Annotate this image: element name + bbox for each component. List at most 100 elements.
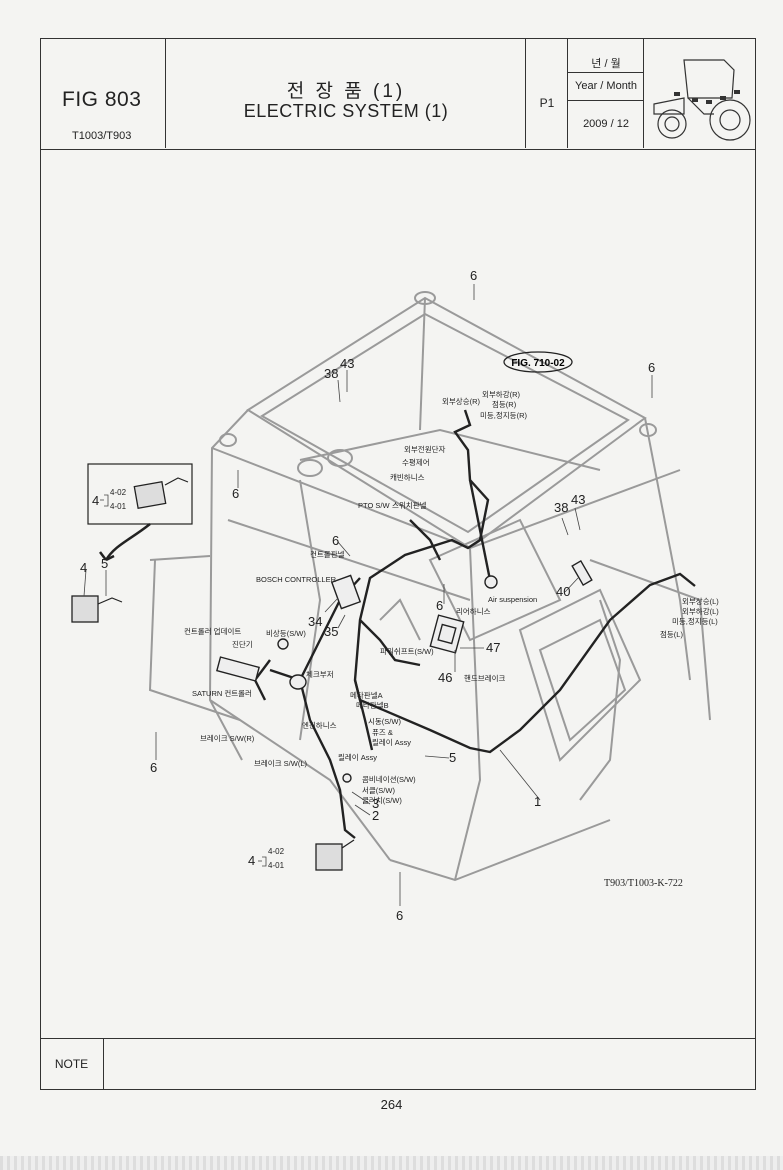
- label: 퓨즈 &: [372, 728, 393, 737]
- callout-6: 6: [648, 360, 655, 375]
- label: 외부상승(R): [442, 396, 481, 406]
- scan-artifact: [0, 1156, 783, 1170]
- callout-38: 38: [324, 366, 338, 381]
- label: 브레이크 S/W(L): [254, 758, 308, 768]
- components: [216, 560, 593, 783]
- label: 미등,정지등(R): [480, 410, 527, 420]
- tractor-icon: [653, 59, 751, 141]
- callout-40: 40: [556, 584, 570, 599]
- callout-6: 6: [396, 908, 403, 923]
- callout-3: 3: [372, 796, 379, 811]
- label: 메타판넬A: [350, 691, 383, 700]
- callout-46: 46: [438, 670, 452, 685]
- callout-5: 5: [449, 750, 456, 765]
- callout-4: 4: [92, 493, 99, 508]
- label: 클러치(S/W): [362, 796, 402, 805]
- cab-frame: [148, 291, 711, 882]
- note-row: NOTE: [40, 1038, 756, 1090]
- sub-callouts: 4-02 4-01 4-02 4-01: [110, 488, 285, 870]
- label: 점등(R): [492, 399, 517, 409]
- callout-47: 47: [486, 640, 500, 655]
- callout-6: 6: [436, 598, 443, 613]
- callout-5: 5: [101, 556, 108, 571]
- label: 점등(L): [660, 629, 683, 639]
- label: 미등,정지등(L): [672, 616, 718, 626]
- label: 컨트롤판넬: [310, 549, 345, 559]
- callout-6: 6: [332, 533, 339, 548]
- label: Air suspension: [488, 595, 537, 604]
- callout-6: 6: [470, 268, 477, 283]
- label: 서클(S/W): [362, 786, 395, 795]
- callout-6: 6: [232, 486, 239, 501]
- callout-4-02: 4-02: [110, 488, 127, 497]
- callout-6: 6: [150, 760, 157, 775]
- callout-4: 4: [80, 560, 87, 575]
- issue-date: 2009 / 12: [583, 118, 629, 130]
- drawing-reference: T903/T1003-K-722: [604, 878, 683, 889]
- electric-system-diagram: FIG. 710-02 6 6 6 6 6 6 6 38: [71, 268, 719, 923]
- fig-number: FIG 803: [62, 88, 142, 111]
- callout-2: 2: [372, 808, 379, 823]
- fig-reference-text: FIG. 710-02: [511, 358, 565, 369]
- label: PTO S/W: [358, 501, 390, 510]
- label: 파워쉬프트(S/W): [380, 647, 434, 656]
- label: 시동(S/W): [368, 717, 401, 726]
- divider: [568, 72, 644, 73]
- callout-35: 35: [324, 624, 338, 639]
- label: 진단기: [232, 639, 253, 649]
- year-month-english: Year / Month: [575, 80, 637, 92]
- component-labels: 외부상승(R) 외부하강(R) 점등(R) 미등,정지등(R) 외부전원단자 수…: [184, 389, 719, 805]
- page-cell: P1: [526, 38, 568, 148]
- callout-4-02: 4-02: [268, 847, 285, 856]
- title-korean: 전 장 품 (1): [286, 81, 406, 102]
- tractor-icon-cell: [644, 38, 756, 148]
- year-month-cell: 년 / 월 Year / Month 2009 / 12: [568, 38, 644, 148]
- title-cell: 전 장 품 (1) ELECTRIC SYSTEM (1): [166, 38, 526, 148]
- label: 비상등(S/W): [266, 628, 306, 638]
- work-lamp-inset: [87, 463, 193, 562]
- callout-43: 43: [340, 356, 354, 371]
- label: 외부하강(L): [682, 606, 719, 616]
- model-code: T1003/T903: [72, 130, 132, 142]
- fig-reference-oval: [503, 351, 573, 373]
- leader-lines: [83, 284, 653, 906]
- label: 콤비네이션(S/W): [362, 774, 416, 784]
- label: SATURN 컨트롤러: [192, 688, 252, 698]
- left-work-lamp: [71, 595, 123, 623]
- callout-43: 43: [571, 492, 585, 507]
- callout-4: 4: [248, 853, 255, 868]
- label: 릴레이 Assy: [338, 752, 377, 762]
- title-english: ELECTRIC SYSTEM (1): [243, 101, 449, 121]
- label: 릴레이 Assy: [372, 737, 411, 747]
- header-block: FIG 803 T1003/T903 전 장 품 (1) ELECTRIC SY…: [40, 38, 756, 150]
- label: 브레이크 S/W(R): [200, 733, 255, 743]
- page-frame: [40, 38, 756, 1090]
- page-number: 264: [380, 1097, 403, 1112]
- label: 엔진하니스: [302, 720, 337, 730]
- label: 수평제어: [402, 457, 430, 467]
- callout-4-01: 4-01: [110, 502, 127, 511]
- label: 캐빈하니스: [390, 472, 425, 482]
- note-label: NOTE: [40, 1039, 104, 1089]
- label: 체크부저: [306, 669, 334, 679]
- label: 컨트롤러 업데이트: [184, 626, 241, 636]
- part-callouts: 6 6 6 6 6 6 6 38 43 38 43 40 34 35 46 47…: [80, 268, 655, 923]
- year-month-korean: 년 / 월: [591, 58, 621, 70]
- label: 외부상승(L): [682, 596, 719, 606]
- label: 외부전원단자: [404, 444, 445, 454]
- callout-34: 34: [308, 614, 322, 629]
- label: 외부하강(R): [482, 389, 521, 399]
- callout-38: 38: [554, 500, 568, 515]
- callout-4-01: 4-01: [268, 861, 285, 870]
- label: 스위치판넬: [392, 501, 427, 510]
- label: BOSCH CONTROLLER: [256, 575, 337, 584]
- divider: [568, 100, 644, 101]
- fig-cell: FIG 803 T1003/T903: [40, 38, 166, 148]
- callout-1: 1: [534, 794, 541, 809]
- bottom-work-lamp: [315, 839, 355, 871]
- part-page: P1: [539, 96, 555, 110]
- label: 핸드브레이크: [464, 673, 505, 683]
- label: 리어하니스: [456, 606, 491, 616]
- label: 메타판넬B: [356, 701, 389, 710]
